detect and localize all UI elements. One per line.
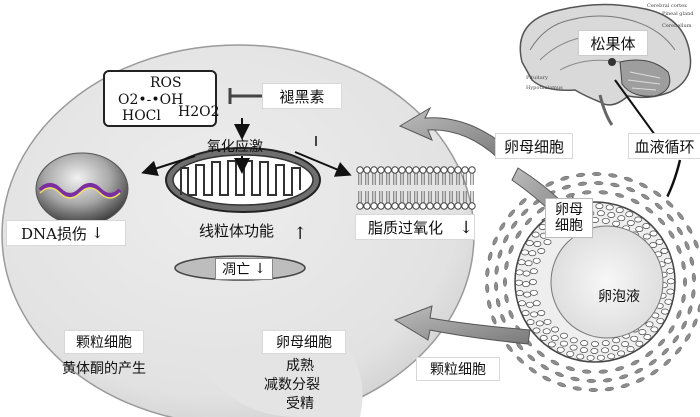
arrow-stress-to-lipid [294, 151, 352, 177]
lipid-peroxidation-label: 脂质过氧化 [355, 214, 475, 240]
apoptosis-down-arrow: ↓ [254, 261, 266, 277]
oocyte-bottom-label: 卵母细胞 [262, 330, 346, 354]
lipid-peroxidation-down-arrow: ↓ [459, 218, 474, 238]
ros-box [103, 70, 217, 127]
arrow-stress-to-dna [141, 155, 196, 176]
lipid-peroxidation-text: 脂质过氧化 [368, 218, 444, 237]
granulosa-left-label: 颗粒细胞 [64, 330, 144, 354]
brain-label-1: Cerebral cortex [647, 3, 687, 9]
dna-strand [38, 183, 122, 197]
dna-damage-down-arrow: ↓ [90, 224, 104, 242]
mitochondrion [165, 147, 321, 213]
follicle [483, 170, 700, 394]
hocl-label: HOCl [122, 108, 161, 124]
mito-function-label: 线粒体功能 [199, 222, 275, 240]
apoptosis-text: 凋亡 [222, 262, 251, 278]
follicular-fluid-label: 卵泡液 [598, 289, 640, 305]
oocyte-in-follicle-label: 卵母细胞 [545, 198, 593, 238]
maturation-label: 成熟 [286, 358, 314, 374]
brain-label-2: Pineal gland [662, 11, 694, 17]
lipid-bilayer [356, 166, 476, 210]
brain-label-3: Cerebellum [662, 23, 692, 29]
curve-arrow-to-granulosa [393, 305, 531, 345]
fertilization-label: 受精 [286, 396, 314, 412]
superoxide-hydroxyl-label: O2•-•OH [118, 92, 184, 108]
pineal-gland-label: 松果体 [578, 30, 648, 56]
blood-arrow-upper [614, 79, 656, 136]
oocyte-label-top: 卵母细胞 [495, 133, 573, 159]
apoptosis-label: 凋亡 ↓ [215, 258, 273, 280]
mito-function-up-arrow: ↑ [293, 224, 308, 244]
dna-damage-label: DNA损伤 ↓ [6, 220, 126, 246]
melatonin-label: 褪黑素 [262, 83, 342, 109]
progesterone-label: 黄体酮的产生 [62, 361, 146, 377]
ros-label: ROS [150, 75, 182, 91]
cell-bottom-lobe [200, 350, 363, 417]
h2o2-label: H2O2 [178, 104, 220, 120]
meiosis-label: 减数分裂 [264, 377, 320, 393]
brain-label-5: Hypothalamus [526, 85, 563, 91]
dna-damage-text: DNA损伤 [21, 224, 87, 243]
curve-arrow-to-cell [398, 106, 511, 159]
granulosa-bottom-label: 颗粒细胞 [416, 357, 500, 381]
brain-label-4: Pituitary [526, 75, 548, 81]
blood-circulation-label: 血液循环 [628, 133, 700, 159]
oxidative-stress-label: 氧化应激 [207, 139, 263, 155]
